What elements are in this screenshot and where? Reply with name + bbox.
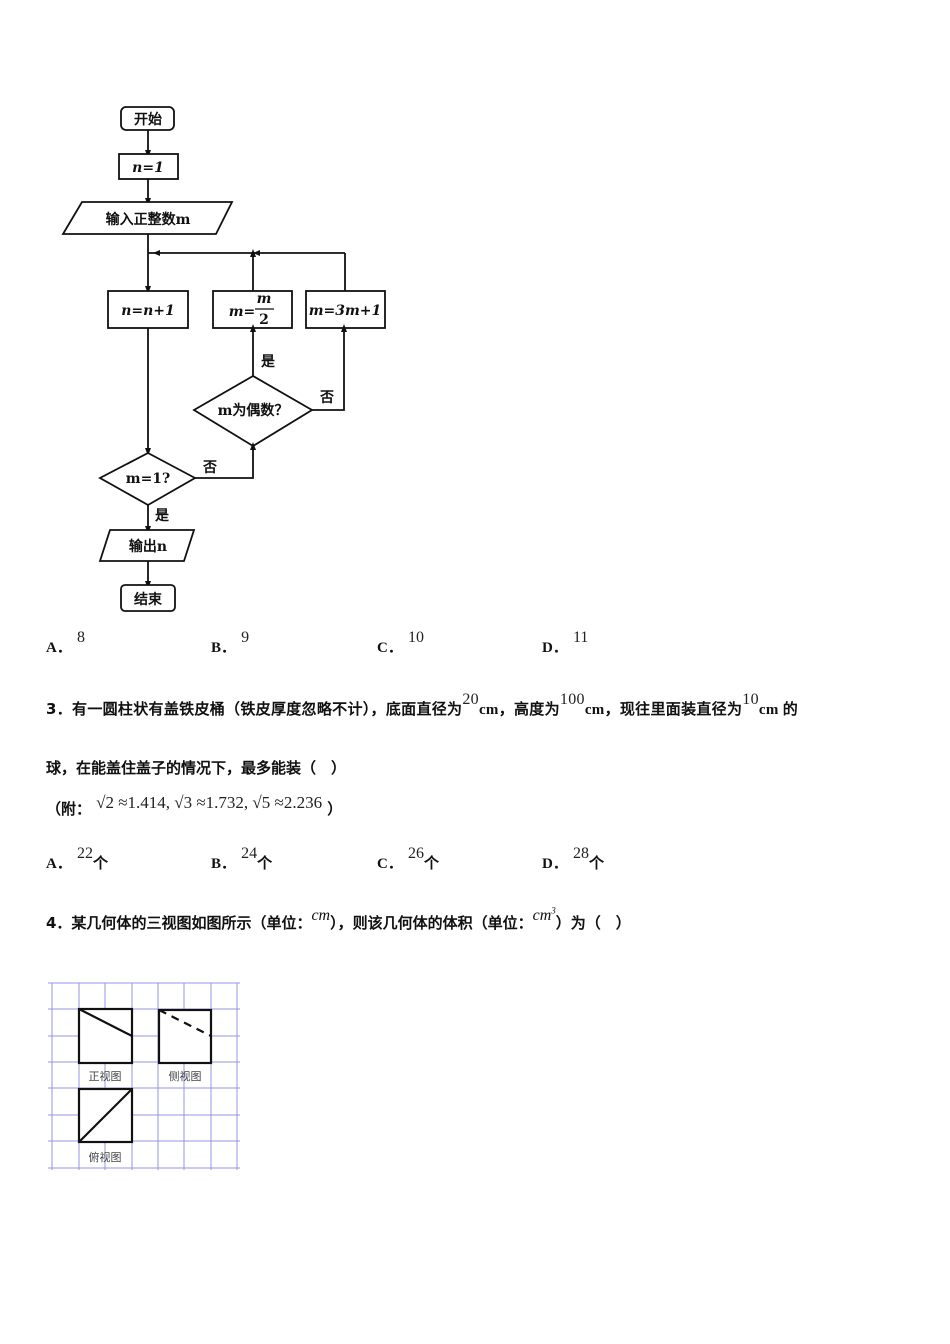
q3-line2: 球，在能盖住盖子的情况下，最多能装（ ） <box>46 759 347 777</box>
q4-unit-volume: cm3 <box>532 905 556 924</box>
front-view <box>77 1007 134 1065</box>
start-label: 开始 <box>134 111 162 128</box>
q3-ball-diameter: 10 <box>742 691 759 708</box>
q3-note-math: √2 ≈1.414, √3 ≈1.732, √5 ≈2.236 <box>96 793 323 812</box>
q4-stem-b: ），则该几何体的体积（单位： <box>330 914 533 932</box>
front-view-label: 正视图 <box>89 1069 122 1083</box>
q2-option-d: D． 11 <box>542 629 588 657</box>
q3-note-open: （附： <box>46 800 92 818</box>
q3-unit1: cm，高度为 <box>478 702 560 718</box>
halve-lhs-label: m= <box>229 304 256 320</box>
init-label: n=1 <box>132 160 164 176</box>
input-parallelogram <box>61 201 234 235</box>
option-letter: C． <box>377 640 403 656</box>
q3-stem-a: 3．有一圆柱状有盖铁皮桶（铁皮厚度忽略不计），底面直径为 <box>46 700 463 718</box>
q3-option-c: C． 26个 <box>377 845 439 873</box>
top-view-label: 俯视图 <box>89 1150 122 1164</box>
q3-diameter: 20 <box>462 691 479 708</box>
option-value: 24 <box>241 845 258 862</box>
q2-option-a: A． 8 <box>46 629 85 657</box>
side-view-label: 侧视图 <box>169 1069 202 1083</box>
yes-label-even: 是 <box>261 354 276 370</box>
q4-stem: 4．某几何体的三视图如图所示（单位：cm），则该几何体的体积（单位：cm3）为（… <box>46 906 631 933</box>
q3-note: （附： √2 ≈1.414, √3 ≈1.732, √5 ≈2.236 ） <box>46 792 342 818</box>
option-value: 22 <box>76 845 93 862</box>
option-value: 28 <box>572 845 589 862</box>
option-value: 10 <box>407 629 424 646</box>
option-letter: A． <box>46 856 72 872</box>
end-terminal <box>120 584 176 612</box>
halve-denominator: 2 <box>259 312 269 328</box>
q3-option-d: D． 28个 <box>542 845 604 873</box>
option-letter: B． <box>211 640 237 656</box>
triple-label: m=3m+1 <box>309 303 382 319</box>
q3-unit2: cm，现往里面装直径为 <box>584 702 743 718</box>
output-label: 输出n <box>129 538 167 555</box>
option-value: 8 <box>76 629 85 646</box>
q2-option-b: B． 9 <box>211 629 249 657</box>
one-cond-label: m=1? <box>126 471 171 487</box>
even-cond-label: m为偶数？ <box>218 402 289 419</box>
flowchart: 开始 n=1 输入正整数m n=n+1 m= m 2 m=3m+1 m为偶数？ … <box>61 106 386 612</box>
q2-option-c: C． 10 <box>377 629 424 657</box>
option-unit: 个 <box>423 854 439 872</box>
q3-height: 100 <box>559 691 585 708</box>
q3-unit3: cm 的 <box>758 702 799 718</box>
option-unit: 个 <box>588 854 604 872</box>
option-value: 9 <box>241 629 250 646</box>
option-letter: C． <box>377 856 403 872</box>
halve-box <box>212 290 293 329</box>
option-letter: D． <box>542 856 568 872</box>
q4-stem-a: 4．某几何体的三视图如图所示（单位： <box>46 914 312 932</box>
input-label: 输入正整数m <box>106 211 191 228</box>
three-view-figure: 正视图 侧视图 俯视图 <box>48 982 240 1170</box>
option-value: 11 <box>572 629 589 646</box>
end-label: 结束 <box>134 591 163 608</box>
q3-line1: 3．有一圆柱状有盖铁皮桶（铁皮厚度忽略不计），底面直径为20cm，高度为100c… <box>46 691 799 719</box>
option-unit: 个 <box>92 854 108 872</box>
increment-label: n=n+1 <box>121 303 175 319</box>
option-value: 26 <box>407 845 424 862</box>
option-unit: 个 <box>257 854 273 872</box>
no-label-one: 否 <box>202 460 217 476</box>
triple-box <box>305 290 386 329</box>
option-letter: D． <box>542 640 568 656</box>
q4-stem-c: ）为（ ） <box>555 914 631 932</box>
yes-label-one: 是 <box>155 508 170 524</box>
q3-option-a: A． 22个 <box>46 845 108 873</box>
q3-note-close: ） <box>327 800 343 818</box>
halve-numerator: m <box>257 291 272 307</box>
no-label-even: 否 <box>319 390 334 406</box>
option-letter: A． <box>46 640 72 656</box>
q3-option-b: B． 24个 <box>211 845 273 873</box>
option-letter: B． <box>211 856 237 872</box>
q4-unit-length: cm <box>311 907 331 924</box>
output-parallelogram <box>98 529 196 562</box>
side-view <box>157 1008 213 1065</box>
init-box <box>118 153 179 180</box>
